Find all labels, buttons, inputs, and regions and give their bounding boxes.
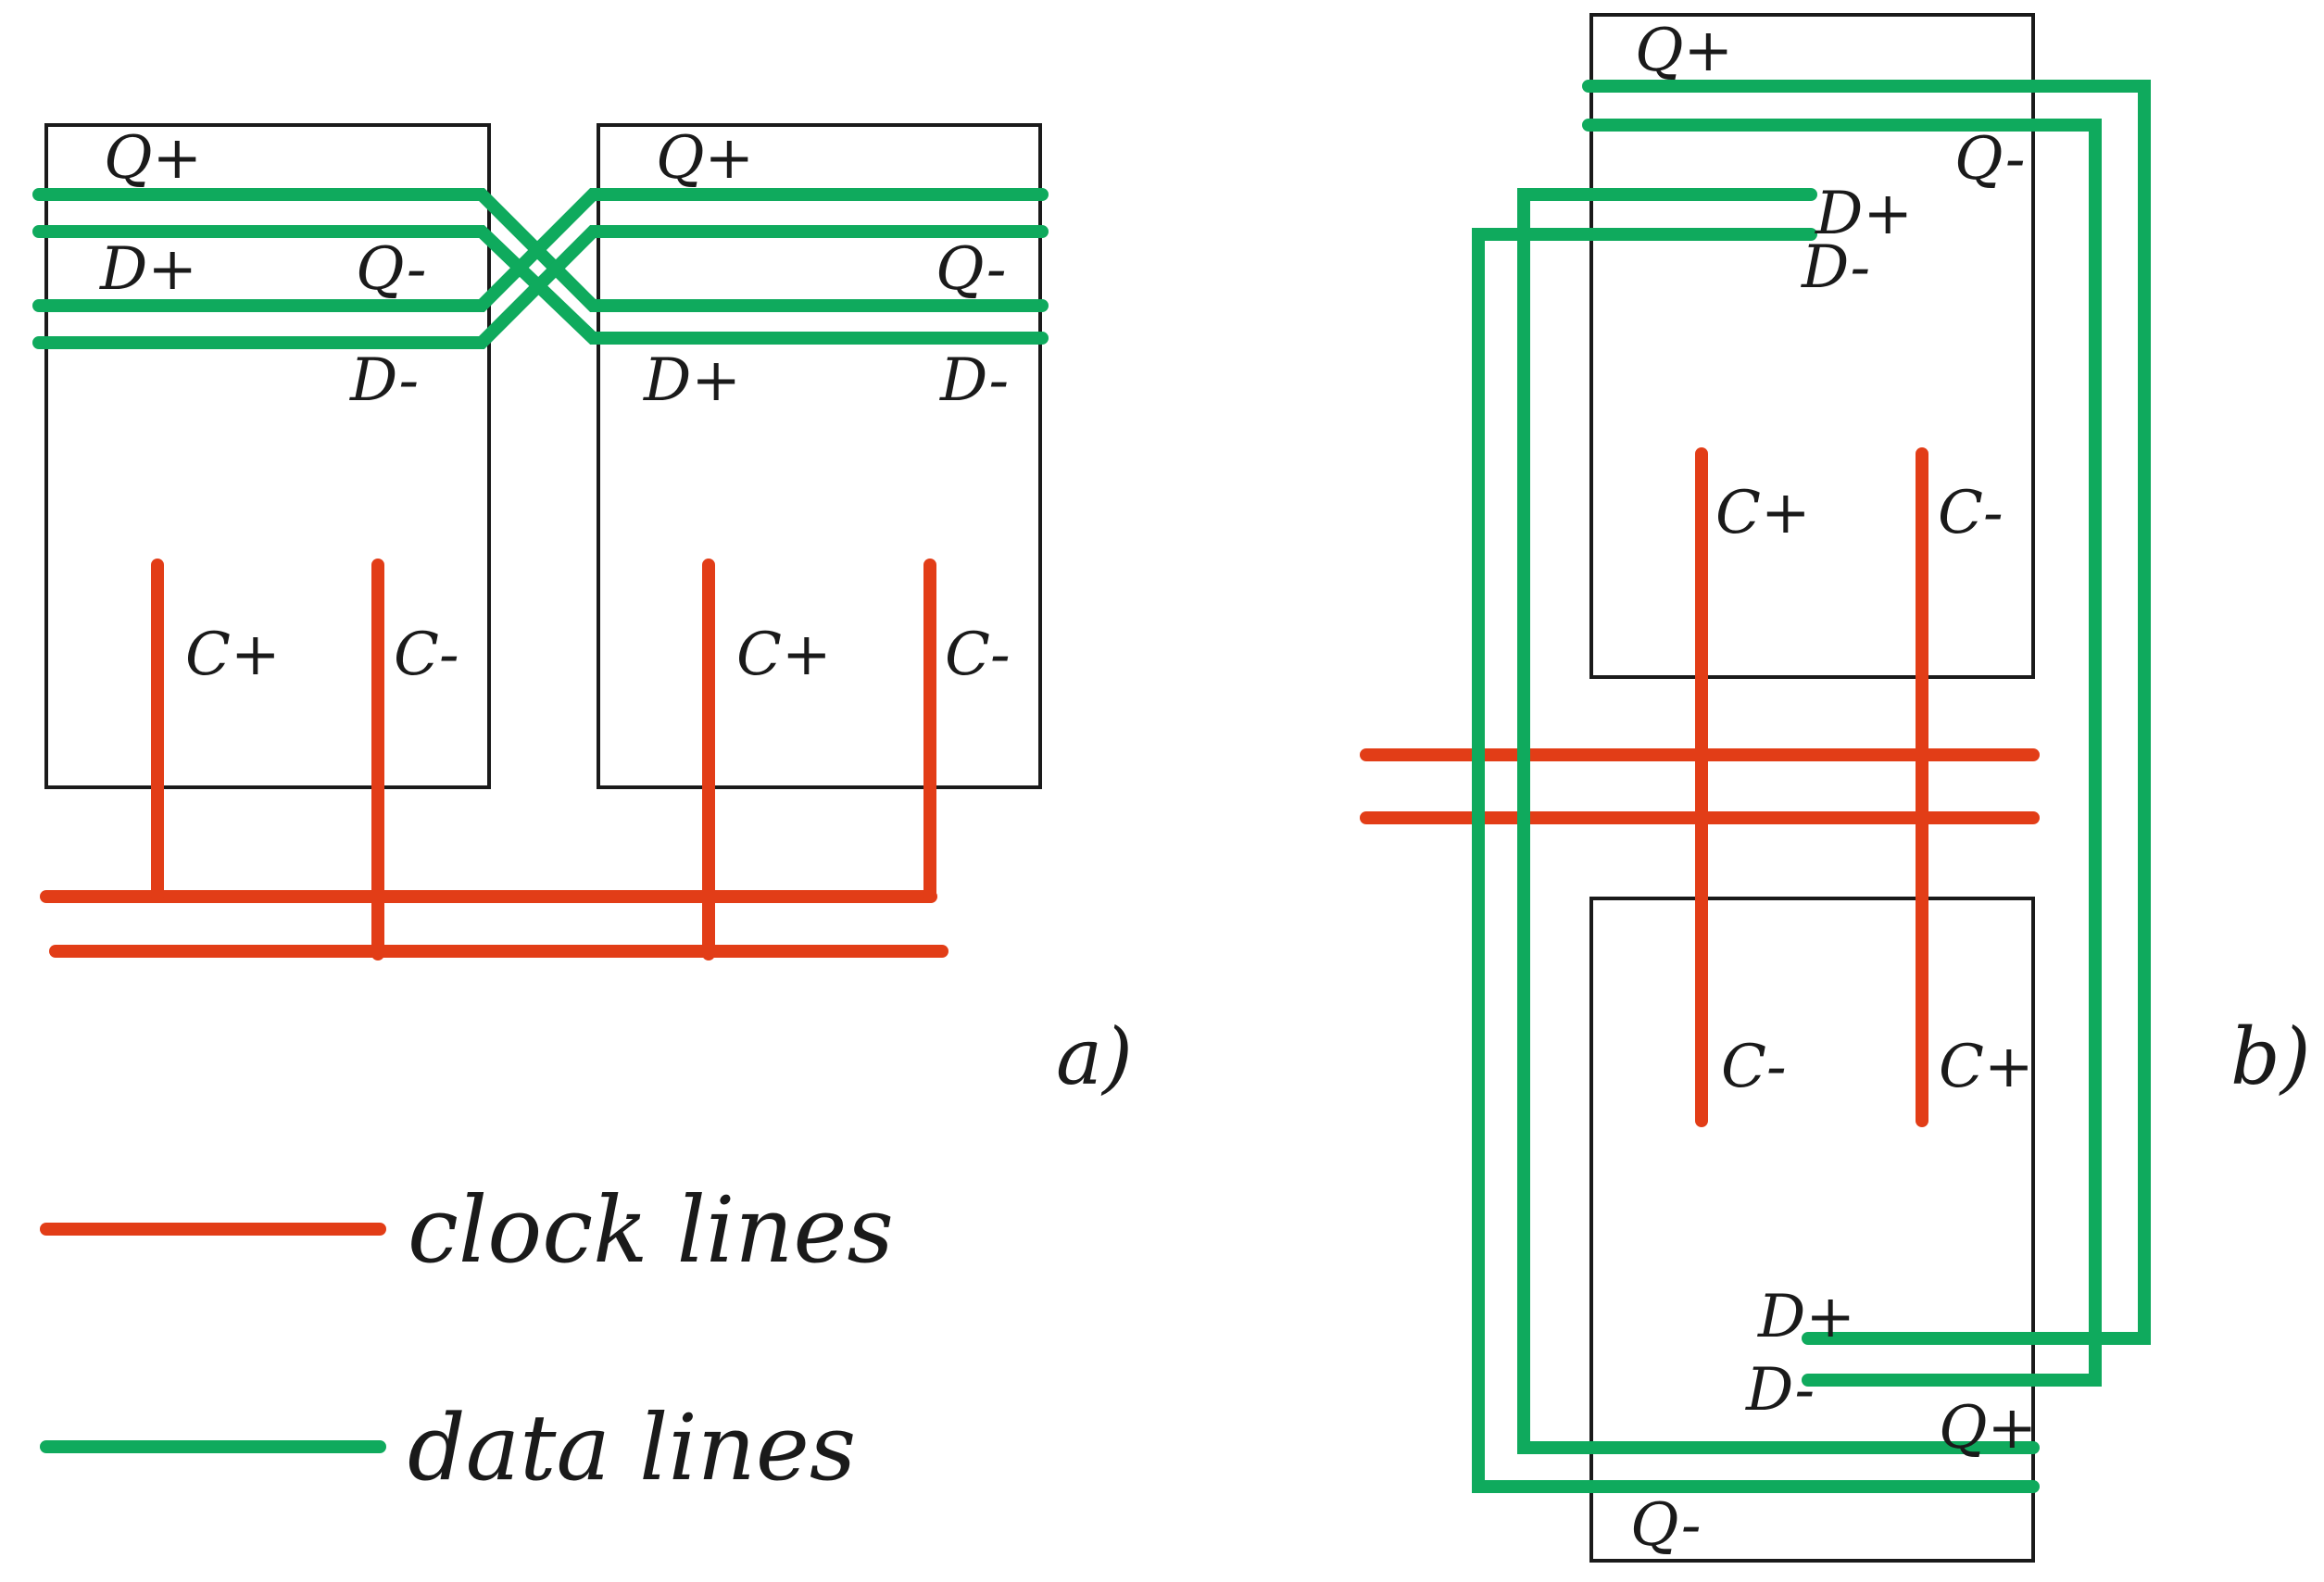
panel-a: Q+ D+ Q- D- C+ C- Q+ Q- D+ D- C+ C- a)	[32, 123, 1133, 1102]
panel-a-left-q-plus-label: Q+	[104, 124, 202, 193]
panel-b-top-c-minus-label: C-	[1938, 479, 2004, 547]
panel-a-data-line-3	[32, 188, 1049, 312]
panel-a-data-line-4	[32, 225, 1049, 349]
panel-a-clock-lines	[40, 559, 948, 960]
panel-b: Q+ Q- D+ D- C+ C- C- C+ D+ D- Q+ Q- b)	[1360, 13, 2311, 1563]
panel-a-left-c-plus-label: C+	[185, 621, 281, 689]
panel-b-top-q-minus-label: Q-	[1954, 125, 2025, 194]
panel-b-data-lines	[1472, 80, 2151, 1493]
panel-b-clock-lines	[1360, 447, 2040, 1127]
legend: clock lines data lines	[40, 1178, 894, 1501]
panel-b-data-loop-outer	[1582, 80, 2151, 1345]
panel-a-right-q-minus-label: Q-	[936, 235, 1006, 304]
panel-a-right-block	[597, 123, 1042, 789]
panel-a-right-d-plus-label: D+	[643, 346, 741, 415]
panel-b-bottom-q-plus-label: Q+	[1939, 1394, 2037, 1463]
panel-b-bottom-d-plus-label: D+	[1757, 1283, 1855, 1351]
panel-b-top-c-plus-label: C+	[1715, 479, 1811, 547]
panel-a-right-c-plus-label: C+	[736, 621, 832, 689]
panel-a-left-d-plus-label: D+	[99, 235, 197, 304]
panel-b-bottom-c-minus-label: C-	[1721, 1033, 1787, 1101]
panel-b-top-d-minus-label: D-	[1801, 233, 1870, 302]
panel-b-data-loop-d-minus	[1472, 228, 2040, 1493]
panel-a-left-c-minus-label: C-	[394, 621, 459, 689]
panel-a-left-q-minus-label: Q-	[356, 235, 426, 304]
panel-b-top-block	[1589, 13, 2035, 679]
panel-a-data-lines	[32, 188, 1049, 349]
legend-clock-label: clock lines	[408, 1178, 894, 1284]
panel-b-bottom-block	[1589, 897, 2035, 1563]
panel-b-top-q-plus-label: Q+	[1635, 17, 1733, 85]
panel-a-right-d-minus-label: D-	[939, 346, 1009, 415]
panel-b-bottom-d-minus-label: D-	[1745, 1356, 1815, 1425]
legend-data-label: data lines	[408, 1396, 856, 1501]
panel-b-data-loop-d-plus	[1517, 188, 2040, 1454]
panel-b-bottom-q-minus-label: Q-	[1630, 1491, 1701, 1560]
panel-a-label: a)	[1056, 1011, 1133, 1102]
panel-b-label: b)	[2230, 1011, 2311, 1102]
panel-a-left-block	[44, 123, 491, 789]
panel-a-right-c-minus-label: C-	[945, 621, 1011, 689]
panel-b-bottom-c-plus-label: C+	[1939, 1033, 2034, 1101]
panel-a-right-q-plus-label: Q+	[656, 124, 754, 193]
panel-b-top-d-plus-label: D+	[1815, 180, 1913, 248]
panel-a-left-d-minus-label: D-	[349, 346, 419, 415]
panel-b-data-loop-inner	[1582, 119, 2102, 1387]
